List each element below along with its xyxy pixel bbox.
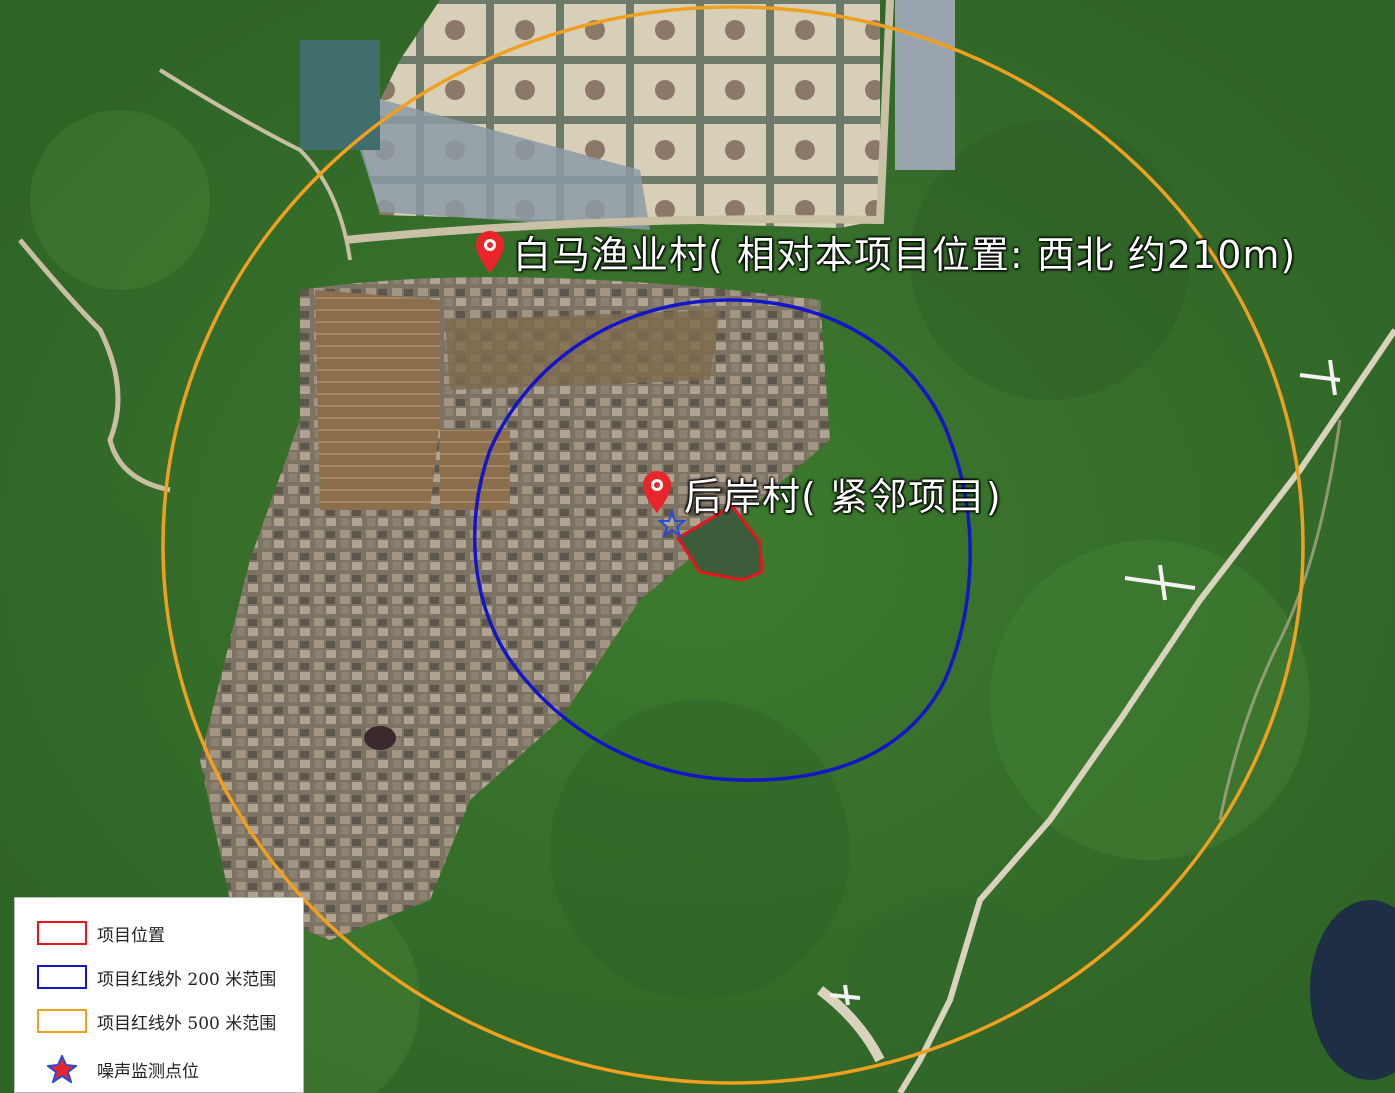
legend-swatch-orange	[37, 1009, 87, 1033]
legend-label: 项目红线外 200 米范围	[97, 969, 277, 990]
ponds-east	[895, 0, 955, 170]
legend-label: 项目位置	[97, 925, 165, 946]
noise-monitoring-star-icon	[657, 508, 687, 539]
dike-road	[344, 0, 894, 244]
road-west	[18, 238, 171, 493]
map-legend: 项目位置 项目红线外 200 米范围 项目红线外 500 米范围 噪声监测点位	[14, 897, 304, 1093]
project-area	[678, 506, 762, 580]
legend-item-500m: 项目红线外 500 米范围	[37, 1006, 276, 1036]
legend-item-noise: 噪声监测点位	[37, 1054, 199, 1084]
village-label-baima: 白马渔业村( 相对本项目位置: 西北 约210m)	[513, 233, 1297, 277]
star-icon	[37, 1055, 87, 1083]
farm-fields	[315, 290, 440, 510]
legend-label: 项目红线外 500 米范围	[97, 1013, 277, 1034]
legend-label: 噪声监测点位	[97, 1061, 199, 1082]
grey-ponds	[360, 95, 650, 230]
road-east	[897, 328, 1395, 1093]
legend-swatch-red	[37, 921, 87, 945]
wind-turbines	[829, 359, 1341, 1006]
location-pin-icon[interactable]	[642, 470, 672, 514]
range-200m-circle	[473, 298, 972, 782]
range-500m-circle	[161, 5, 1305, 1085]
legend-swatch-blue	[37, 965, 87, 989]
location-pin-icon[interactable]	[475, 230, 505, 274]
legend-item-200m: 项目红线外 200 米范围	[37, 962, 276, 992]
legend-item-project: 项目位置	[37, 918, 165, 948]
road-north	[158, 68, 352, 261]
project-boundary	[675, 504, 764, 582]
village-label-houan: 后岸村( 紧邻项目)	[684, 475, 1002, 519]
